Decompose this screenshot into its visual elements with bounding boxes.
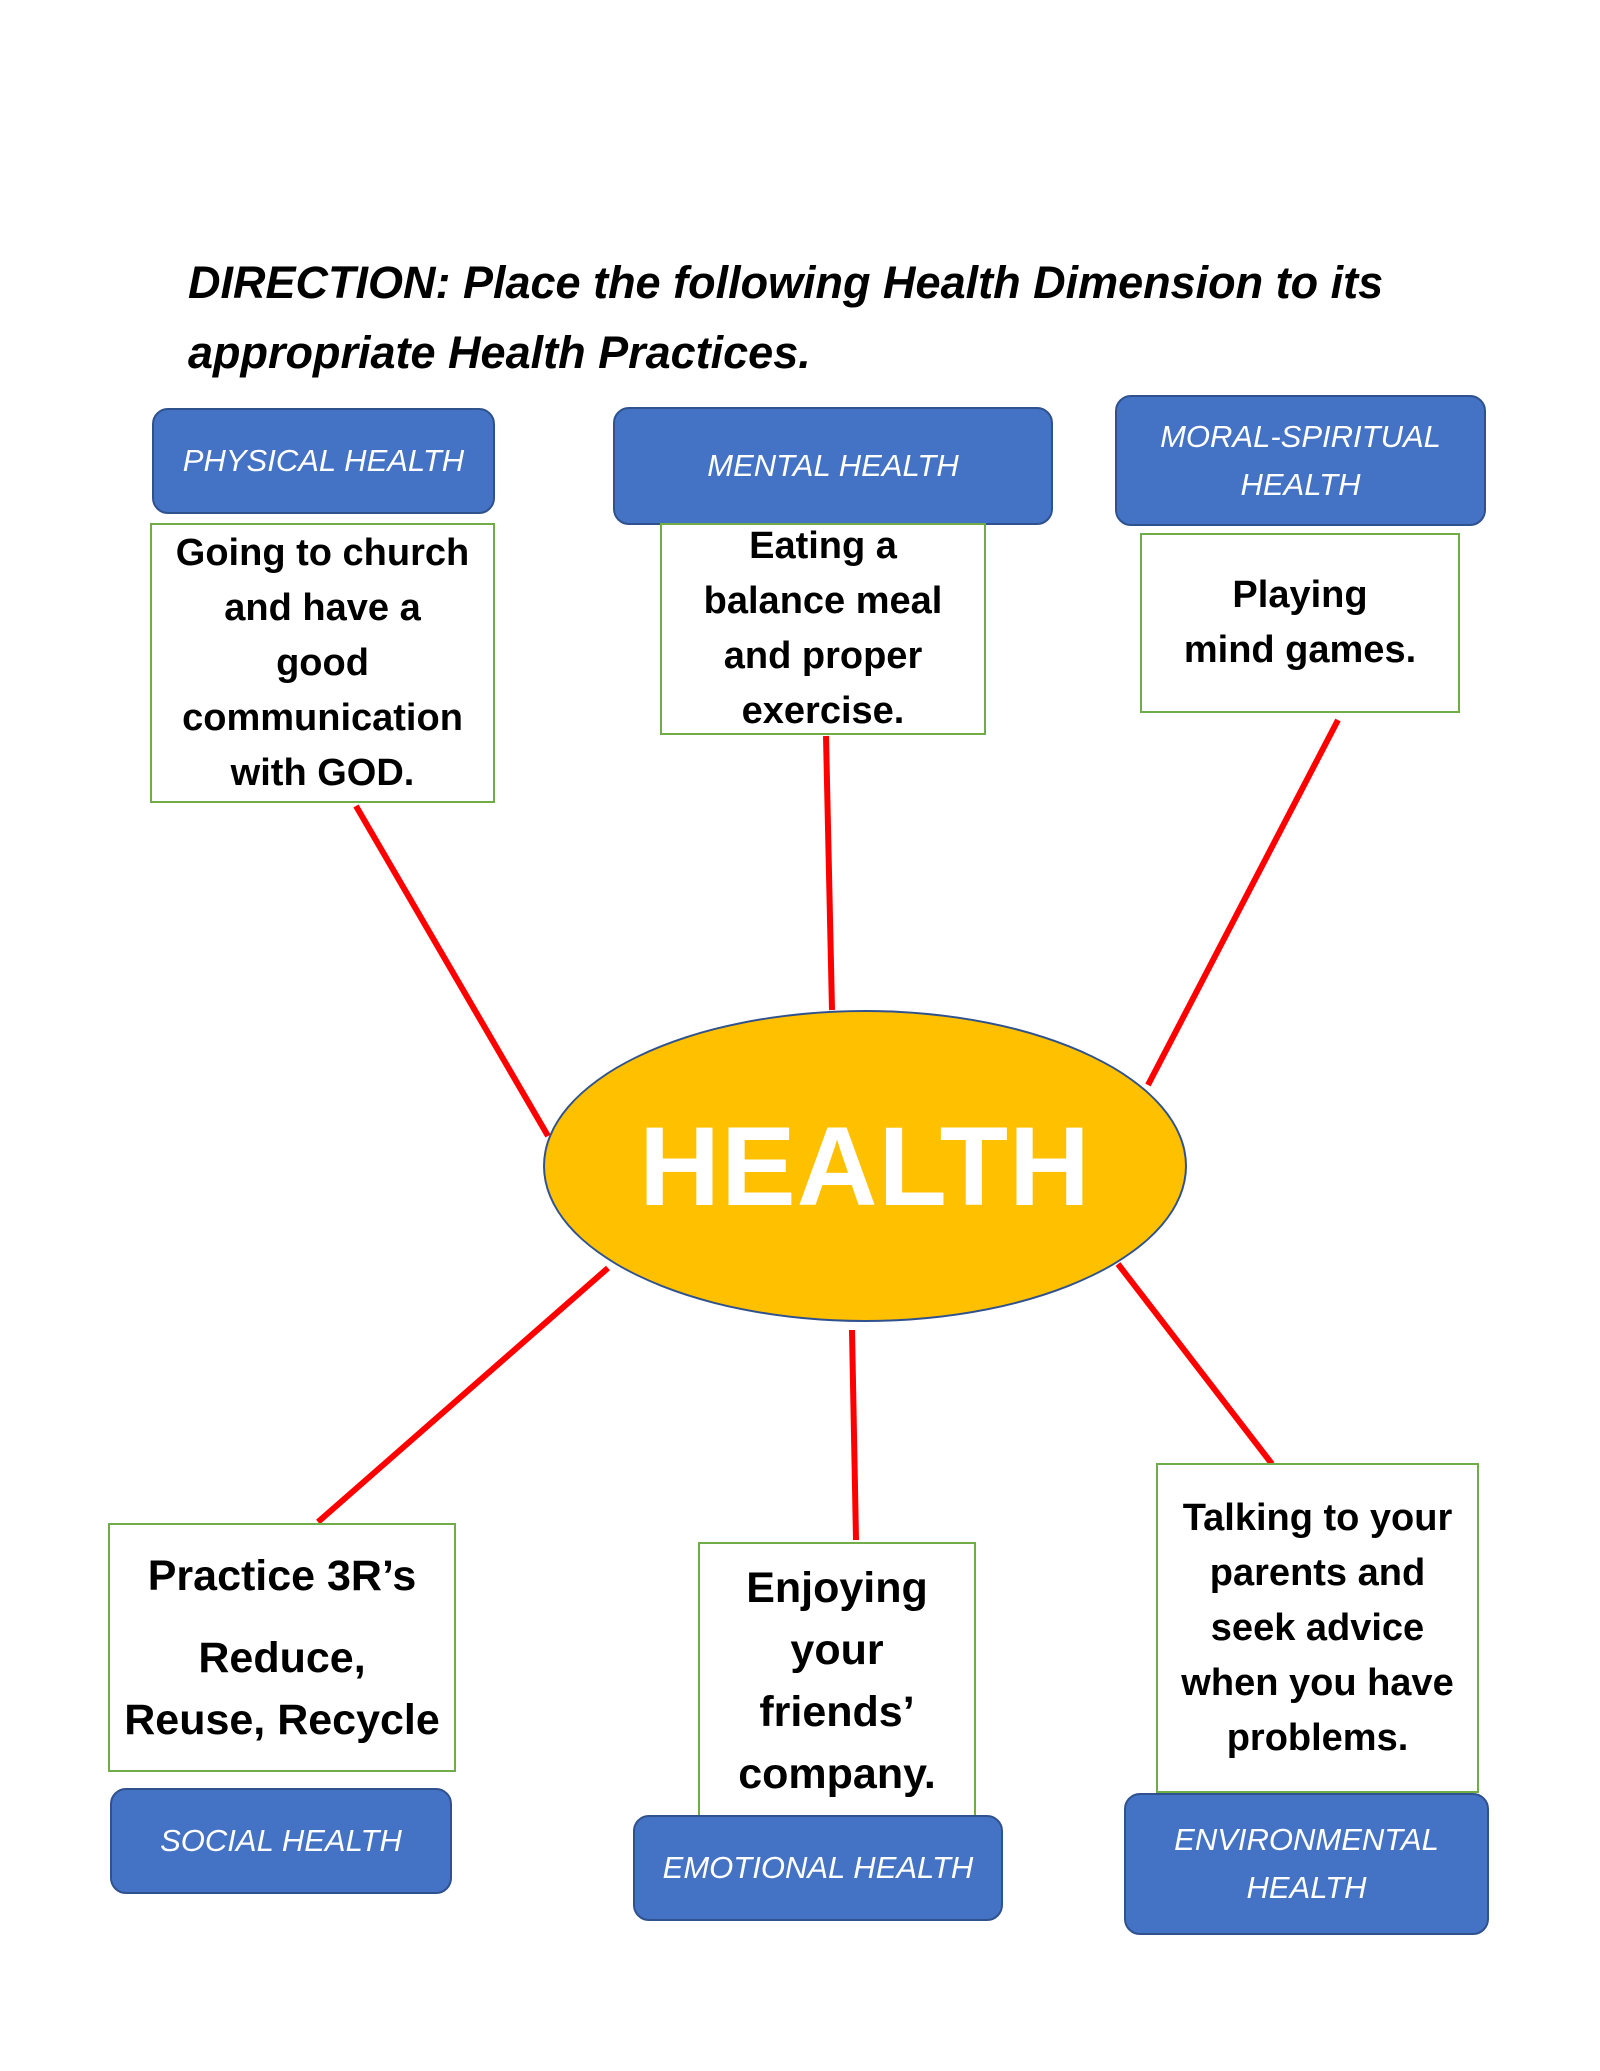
practice-mind-games: Playing mind games. (1140, 533, 1460, 713)
practice-meal: Eating a balance meal and proper exercis… (660, 523, 986, 735)
connector-emotional (849, 1329, 859, 1541)
label-moral-spiritual-health[interactable]: MORAL-SPIRITUAL HEALTH (1115, 395, 1486, 526)
label-mental-health[interactable]: MENTAL HEALTH (613, 407, 1053, 525)
label-physical-health-text: PHYSICAL HEALTH (182, 443, 465, 478)
practice-friends-text: Enjoying your friends’ company. (738, 1564, 936, 1798)
connector-environmental (1115, 1262, 1275, 1466)
label-mental-health-text: MENTAL HEALTH (707, 448, 959, 483)
label-social-health[interactable]: SOCIAL HEALTH (110, 1788, 452, 1894)
label-environmental-health[interactable]: ENVIRONMENTAL HEALTH (1124, 1793, 1489, 1935)
practice-three-rs-detail: Reduce, Reuse, Recycle (124, 1633, 440, 1744)
connector-mental (823, 735, 835, 1011)
practice-parents-text: Talking to your parents and seek advice … (1181, 1496, 1454, 1759)
label-emotional-health[interactable]: EMOTIONAL HEALTH (633, 1815, 1003, 1921)
connector-social (316, 1265, 610, 1525)
connector-moral-spiritual (1145, 718, 1341, 1087)
practice-church: Going to church and have a good communic… (150, 523, 495, 803)
practice-mind-games-text: Playing mind games. (1183, 574, 1417, 671)
direction-text: DIRECTION: Place the following Health Di… (188, 257, 1384, 378)
practice-meal-text: Eating a balance meal and proper exercis… (703, 525, 943, 732)
connector-physical (353, 804, 551, 1138)
health-center-label: HEALTH (639, 1103, 1091, 1229)
practice-friends: Enjoying your friends’ company. (698, 1542, 976, 1820)
label-moral-spiritual-health-text: MORAL-SPIRITUAL HEALTH (1160, 418, 1441, 502)
label-physical-health[interactable]: PHYSICAL HEALTH (152, 408, 495, 514)
practice-three-rs-title: Practice 3R’s (147, 1551, 417, 1600)
practice-parents: Talking to your parents and seek advice … (1156, 1463, 1479, 1793)
practice-three-rs: Practice 3R’s Reduce, Reuse, Recycle (108, 1523, 456, 1772)
label-environmental-health-text: ENVIRONMENTAL HEALTH (1174, 1822, 1439, 1905)
label-social-health-text: SOCIAL HEALTH (160, 1823, 402, 1858)
health-center-ellipse: HEALTH (543, 1010, 1187, 1322)
label-emotional-health-text: EMOTIONAL HEALTH (662, 1850, 974, 1885)
practice-church-text: Going to church and have a good communic… (175, 531, 470, 794)
